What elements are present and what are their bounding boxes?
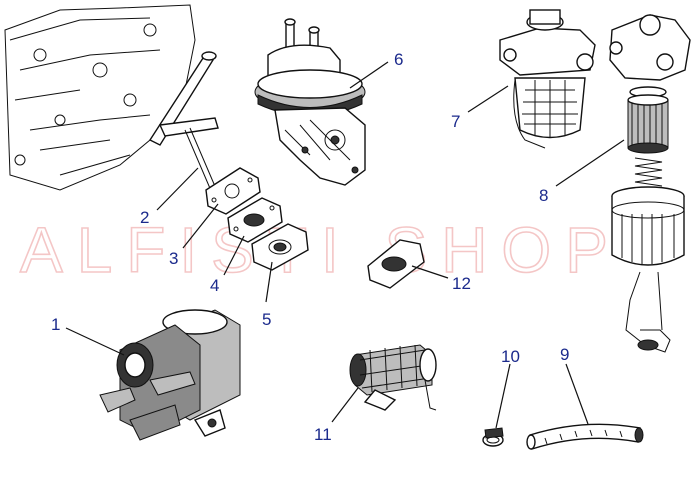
callout-2: 2 (140, 208, 149, 227)
watermark: ALFISTI SHOP (20, 214, 622, 286)
fuel-hose-9-drawing (526, 423, 644, 450)
callout-9: 9 (560, 345, 569, 364)
electric-pump-1-drawing (99, 309, 241, 441)
callout-8: 8 (539, 186, 548, 205)
callout-labels: 1 2 3 4 5 6 7 8 9 10 11 12 (51, 50, 569, 444)
callout-7: 7 (451, 112, 460, 131)
gasket-4-drawing (227, 197, 283, 243)
callout-3: 3 (169, 249, 178, 268)
callout-1: 1 (51, 315, 60, 334)
callout-4: 4 (210, 276, 219, 295)
mechanical-pump-6-drawing (254, 18, 366, 186)
electric-pump-11-drawing (349, 344, 437, 411)
callout-11: 11 (314, 425, 332, 444)
gasket-5-drawing (251, 223, 309, 271)
gasket-3-drawing (205, 167, 261, 215)
filter-assembly-7-drawing (499, 9, 596, 149)
spacer-12-drawing (367, 239, 425, 289)
callout-5: 5 (262, 310, 271, 329)
callout-10: 10 (501, 347, 520, 366)
callout-6: 6 (394, 50, 403, 69)
callout-12: 12 (452, 274, 471, 293)
engine-block-drawing (4, 4, 221, 201)
filter-element-8-drawing (609, 14, 691, 353)
leader-lines (65, 61, 625, 429)
hose-clip-10-drawing (482, 427, 504, 447)
